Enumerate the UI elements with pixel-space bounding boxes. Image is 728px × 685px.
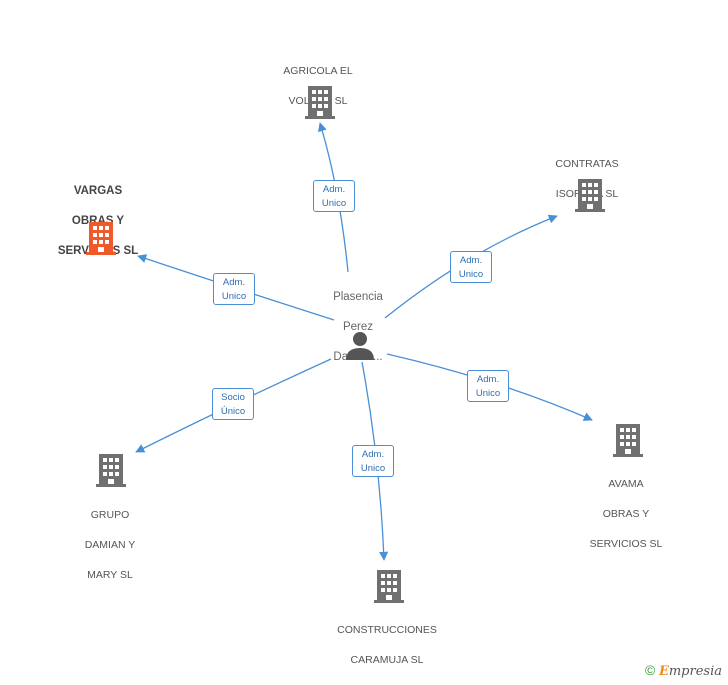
label-line: CARAMUJA SL — [350, 654, 424, 666]
role-badge-vargas: Adm. Unico — [213, 273, 255, 305]
role-badge-agricola: Adm. Unico — [313, 180, 355, 212]
person-name-line: Perez — [342, 321, 374, 333]
role-text: Unico — [475, 388, 501, 399]
brand-e: E — [658, 664, 669, 679]
role-text: Adm. — [459, 255, 483, 266]
label-line: MARY SL — [87, 569, 133, 581]
role-text: Unico — [360, 463, 386, 474]
role-text: Socio — [221, 392, 245, 403]
label-line: AGRICOLA EL — [283, 65, 353, 77]
role-text: Adm. — [222, 277, 246, 288]
label-line: VARGAS — [73, 185, 123, 197]
label-line: OBRAS Y — [602, 508, 650, 520]
person-name[interactable]: Plasencia Perez Damian... — [333, 275, 383, 380]
role-text: Unico — [221, 291, 247, 302]
company-label-avama[interactable]: AVAMA OBRAS Y SERVICIOS SL — [590, 462, 663, 567]
label-line: DAMIAN Y — [84, 539, 136, 551]
role-text: Unico — [321, 198, 347, 209]
role-badge-contratas: Adm. Unico — [450, 251, 492, 283]
role-text: Adm. — [476, 374, 500, 385]
role-text: Adm. — [322, 184, 346, 195]
person-name-line: Plasencia — [333, 291, 383, 303]
label-line: GRUPO — [90, 509, 130, 521]
role-text: Adm. — [361, 449, 385, 460]
building-icon[interactable] — [304, 85, 336, 119]
label-line: AVAMA — [608, 478, 644, 490]
building-icon[interactable] — [373, 569, 405, 603]
copyright-icon: © — [644, 662, 656, 678]
company-label-grupo[interactable]: GRUPO DAMIAN Y MARY SL — [85, 493, 136, 598]
label-line: CONSTRUCCIONES — [337, 624, 437, 636]
person-icon[interactable] — [345, 330, 375, 360]
building-icon[interactable] — [95, 453, 127, 487]
role-badge-grupo: Socio Único — [212, 388, 254, 420]
brand-logo: © Empresia — [645, 662, 722, 679]
label-line: SERVICIOS SL — [589, 538, 663, 550]
role-text: Único — [220, 406, 246, 417]
role-text: Unico — [458, 269, 484, 280]
company-label-construcciones[interactable]: CONSTRUCCIONES CARAMUJA SL — [337, 608, 437, 683]
role-badge-construcciones: Adm. Unico — [352, 445, 394, 477]
label-line: CONTRATAS — [555, 158, 619, 170]
building-icon[interactable] — [574, 178, 606, 212]
role-badge-avama: Adm. Unico — [467, 370, 509, 402]
brand-name: mpresia — [668, 664, 722, 679]
building-icon[interactable] — [612, 423, 644, 457]
building-icon[interactable] — [85, 221, 117, 255]
